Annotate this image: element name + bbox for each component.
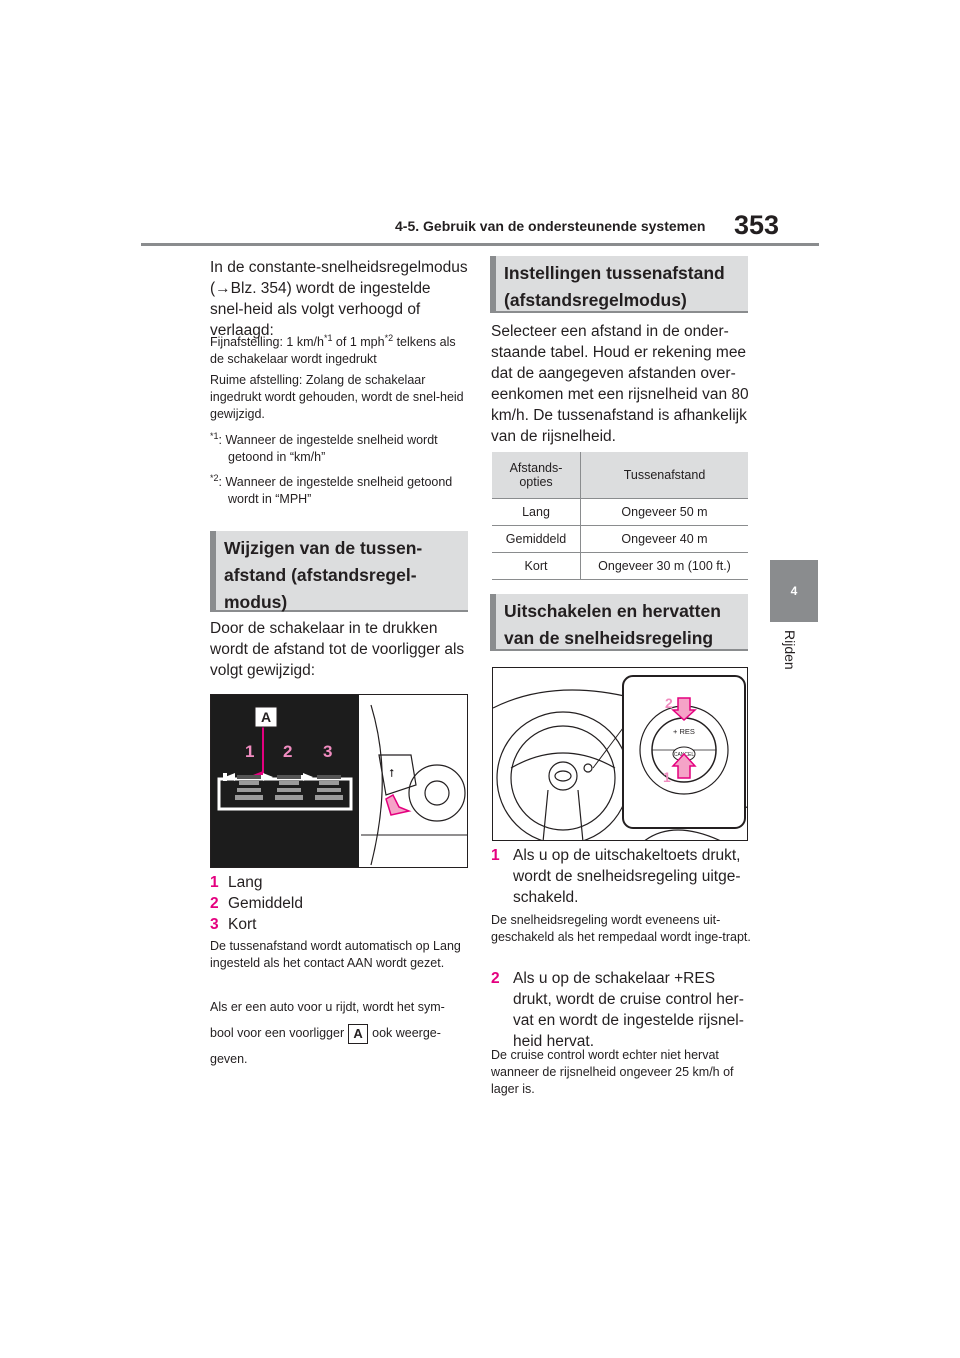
list-item-number: 2 — [210, 895, 219, 912]
fine-adjustment-b: of 1 mph — [332, 335, 385, 350]
table-cell: Ongeveer 40 m — [580, 525, 748, 553]
cancel-step: 1 Als u op de uitschakeltoets drukt, wor… — [491, 845, 753, 908]
fine-adjustment-text: Fijnafstelling: 1 km/h*1 of 1 mph*2 telk… — [210, 330, 470, 368]
fine-adjustment-a: Fijnafstelling: 1 km/h — [210, 335, 324, 350]
auto-setting-note: De tussenafstand wordt automatisch op La… — [210, 939, 461, 970]
section-header-title: 4-5. Gebruik van de ondersteunende syste… — [395, 218, 706, 234]
symbol-note: Als er een auto voor u rijdt, wordt het … — [210, 994, 468, 1072]
list-item-text: Gemiddeld — [228, 895, 303, 912]
table-cell: Ongeveer 30 m (100 ft.) — [580, 552, 748, 580]
distance-settings-text: Selecteer een afstand in de onder-staand… — [491, 323, 749, 445]
list-item: 1 Lang — [210, 872, 303, 893]
steering-wheel-illustration: + RES CANCEL 2 1 — [493, 675, 747, 840]
cancel-resume-figure: + RES CANCEL 2 1 — [492, 667, 748, 841]
step-number: 1 — [491, 847, 500, 864]
distance-switch-figure: A 1 2 3 ⭡ — [210, 694, 468, 868]
step-number: 2 — [491, 970, 500, 987]
list-item-number: 1 — [210, 874, 219, 891]
intro-paragraph: In de constante-snelheidsregelmodus (→Bl… — [210, 259, 468, 339]
distance-switch-illustration: A 1 2 3 ⭡ — [211, 695, 467, 867]
list-item-text: Lang — [228, 874, 263, 891]
chapter-label-container: Rijden — [760, 630, 830, 690]
vehicle-ahead-symbol-icon: A — [348, 1023, 369, 1044]
table-cell: Lang — [492, 498, 581, 526]
brake-cancel-note: De snelheidsregeling wordt eveneens uit-… — [491, 913, 751, 944]
fine-adjustment-c: telkens als de schakelaar wordt ingedruk… — [210, 335, 456, 367]
chapter-label: Rijden — [782, 630, 798, 670]
figure-label-a: A — [261, 709, 271, 725]
footnote-2-text: : Wanneer de ingestelde snelheid getoond… — [218, 475, 453, 507]
callout-2: 2 — [665, 695, 673, 711]
section-heading-distance-settings: Instellingen tussenafstand (afstandsrege… — [490, 256, 748, 313]
footnote-1-text: : Wanneer de ingestelde snelheid wordt g… — [218, 433, 438, 465]
header-rule — [141, 243, 819, 246]
callout-1: 1 — [663, 769, 671, 785]
footnote-1: *1: Wanneer de ingestelde snelheid wordt… — [210, 428, 470, 466]
step-text: Als u op de schakelaar +RES drukt, wordt… — [513, 970, 744, 1050]
footnote-ref-1: *1 — [323, 333, 333, 343]
table-cell: Ongeveer 50 m — [580, 498, 748, 526]
section-heading-cancel-resume: Uitschakelen en hervatten van de snelhei… — [490, 594, 748, 651]
footnote-ref-2: *2 — [384, 333, 394, 343]
table-cell: Gemiddeld — [492, 525, 581, 553]
list-item-number: 3 — [210, 916, 219, 933]
footnote-1-mark: *1 — [210, 431, 219, 441]
symbol-note-a: Als er een auto voor u rijdt, wordt het … — [210, 1000, 445, 1040]
figure-step-3: 3 — [323, 742, 332, 761]
symbol-note-b: ook weerge-geven. — [210, 1026, 441, 1066]
resume-speed-note: De cruise control wordt echter niet herv… — [491, 1048, 734, 1096]
step-text: Als u op de uitschakeltoets drukt, wordt… — [513, 847, 741, 906]
list-item-text: Kort — [228, 916, 257, 933]
coarse-adjustment-text: Ruime afstelling: Zolang de schakelaar i… — [210, 373, 464, 421]
res-button-label: + RES — [673, 727, 695, 736]
resume-step: 2 Als u op de schakelaar +RES drukt, wor… — [491, 968, 753, 1052]
list-item: 3 Kort — [210, 914, 303, 935]
figure-step-1: 1 — [245, 742, 254, 761]
table-header-row: Afstands-opties Tussenafstand — [492, 452, 748, 499]
chapter-tab: 4 — [770, 560, 818, 622]
list-item: 2 Gemiddeld — [210, 893, 303, 914]
footnote-2-mark: *2 — [210, 473, 219, 483]
page-number: 353 — [734, 210, 780, 240]
section-heading-distance-change: Wijzigen van de tussen-afstand (afstands… — [210, 531, 468, 612]
table-cell: Kort — [492, 552, 581, 580]
distance-list: 1 Lang 2 Gemiddeld 3 Kort — [210, 872, 303, 935]
footnote-2: *2: Wanneer de ingestelde snelheid getoo… — [210, 470, 470, 508]
table-header-options: Afstands-opties — [492, 452, 581, 499]
figure-step-2: 2 — [283, 742, 292, 761]
distance-change-text: Door de schakelaar in te drukken wordt d… — [210, 620, 465, 679]
table-header-distance: Tussenafstand — [580, 452, 748, 499]
svg-text:⭡: ⭡ — [389, 768, 394, 780]
